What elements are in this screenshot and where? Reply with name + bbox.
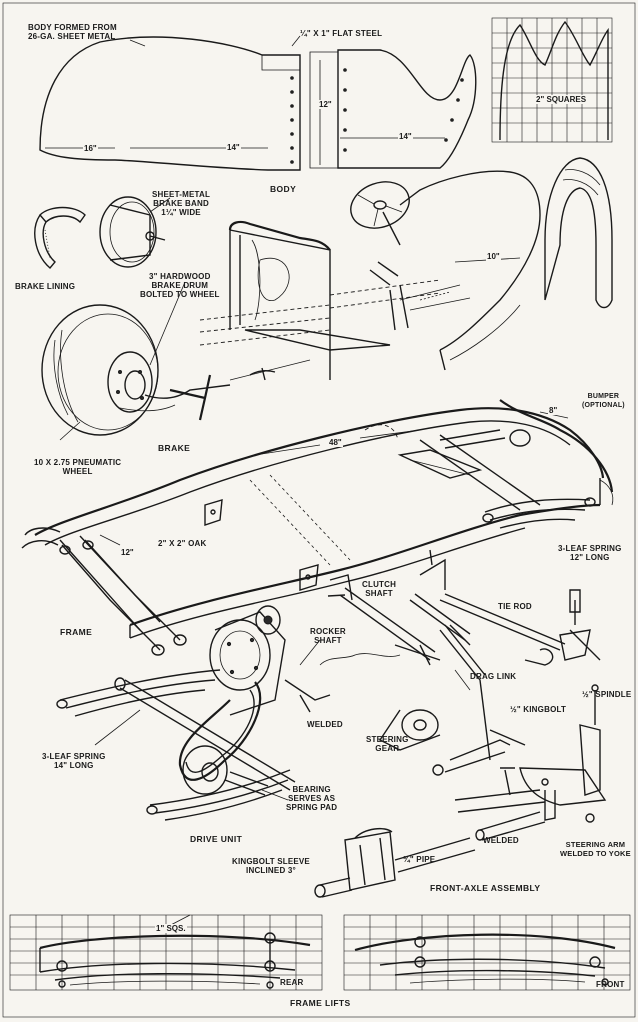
label-bumper: BUMPER (OPTIONAL): [582, 393, 625, 409]
label-flat-steel: ¼" X 1" FLAT STEEL: [300, 29, 383, 38]
label-frame-lifts: FRAME LIFTS: [290, 998, 351, 1008]
label-body: BODY: [270, 184, 297, 194]
leader-drag-link: [454, 669, 471, 691]
brake-lining-part: [34, 206, 86, 269]
label-body-formed: BODY FORMED FROM 26-GA. SHEET METAL: [28, 23, 117, 41]
label-drive-unit: DRIVE UNIT: [190, 834, 243, 844]
leader-wheel: [59, 421, 81, 441]
label-spring-12: 3-LEAF SPRING 12" LONG: [558, 544, 622, 562]
label-rear: REAR: [280, 978, 304, 987]
pneumatic-wheel: [41, 304, 159, 436]
leader-rocker: [299, 639, 321, 666]
label-drag-link: DRAG LINK: [470, 672, 517, 681]
label-tie-rod: TIE ROD: [498, 602, 532, 611]
leader-brake-band: [149, 197, 171, 213]
label-wheel: 10 X 2.75 PNEUMATIC WHEEL: [34, 458, 122, 476]
leader-flat-steel: [291, 35, 301, 47]
front-axle-assembly: [314, 684, 607, 898]
brake-linkage: [119, 359, 311, 421]
label-front-axle-assembly: FRONT-AXLE ASSEMBLY: [430, 883, 541, 893]
frame: [21, 399, 614, 656]
label-brake-lining: BRAKE LINING: [15, 282, 76, 291]
dimension-16: 16": [83, 144, 98, 153]
label-oak: 2" X 2" OAK: [158, 539, 207, 548]
dim-line-48: [254, 429, 421, 456]
leader-spring-14: [94, 709, 141, 746]
body-side-panel-left: [39, 36, 301, 171]
label-steering-arm: STEERING ARM WELDED TO YOKE: [560, 840, 631, 858]
label-frame: FRAME: [60, 627, 93, 637]
label-spindle: ½" SPINDLE: [582, 690, 632, 699]
label-welded-a: WELDED: [307, 720, 343, 729]
dimension-14b: 14": [398, 132, 413, 141]
label-hardwood-drum: 3" HARDWOOD BRAKE DRUM BOLTED TO WHEEL: [140, 272, 220, 299]
label-welded-b: WELDED: [483, 836, 519, 845]
label-2-squares: 2" SQUARES: [535, 95, 588, 104]
label-pipe: ¾" PIPE: [403, 855, 436, 864]
label-clutch-shaft: CLUTCH SHAFT: [362, 580, 397, 598]
dim-line-8: [539, 411, 569, 419]
dimension-12: 12": [318, 100, 333, 109]
label-front: FRONT: [596, 980, 625, 989]
grid-2-squares: [491, 17, 613, 143]
leader-body-formed: [129, 39, 146, 47]
dimension-48: 48": [328, 438, 343, 447]
label-steering-gear: STEERING GEAR: [366, 735, 409, 753]
dimension-14a: 14": [226, 143, 241, 152]
leader-bearing: [261, 789, 289, 801]
body-assembly: [199, 170, 541, 380]
dim-line-12b: [99, 534, 121, 546]
label-rocker-shaft: ROCKER SHAFT: [310, 627, 346, 645]
frame-lifts-grid-right: [343, 914, 631, 991]
label-brake-band: SHEET-METAL BRAKE BAND 1¼" WIDE: [152, 190, 211, 217]
fender: [544, 157, 613, 309]
label-bearing: BEARING SERVES AS SPRING PAD: [286, 785, 338, 812]
frame-lifts-grid-left: [9, 914, 323, 991]
label-spring-14: 3-LEAF SPRING 14" LONG: [42, 752, 106, 770]
label-1-sqs: 1" SQS.: [155, 924, 187, 933]
clutch-and-steering: [327, 549, 601, 776]
label-kingbolt-sleeve: KINGBOLT SLEEVE INCLINED 3°: [232, 857, 310, 875]
brake-band-part: [99, 196, 166, 268]
label-kingbolt: ½" KINGBOLT: [510, 705, 567, 714]
dimension-12b: 12": [120, 548, 135, 557]
dimension-8: 8": [548, 406, 559, 415]
dimension-10: 10": [486, 252, 501, 261]
label-brake: BRAKE: [158, 443, 191, 453]
body-side-panel-right: [309, 49, 477, 169]
drive-unit: [56, 605, 441, 821]
